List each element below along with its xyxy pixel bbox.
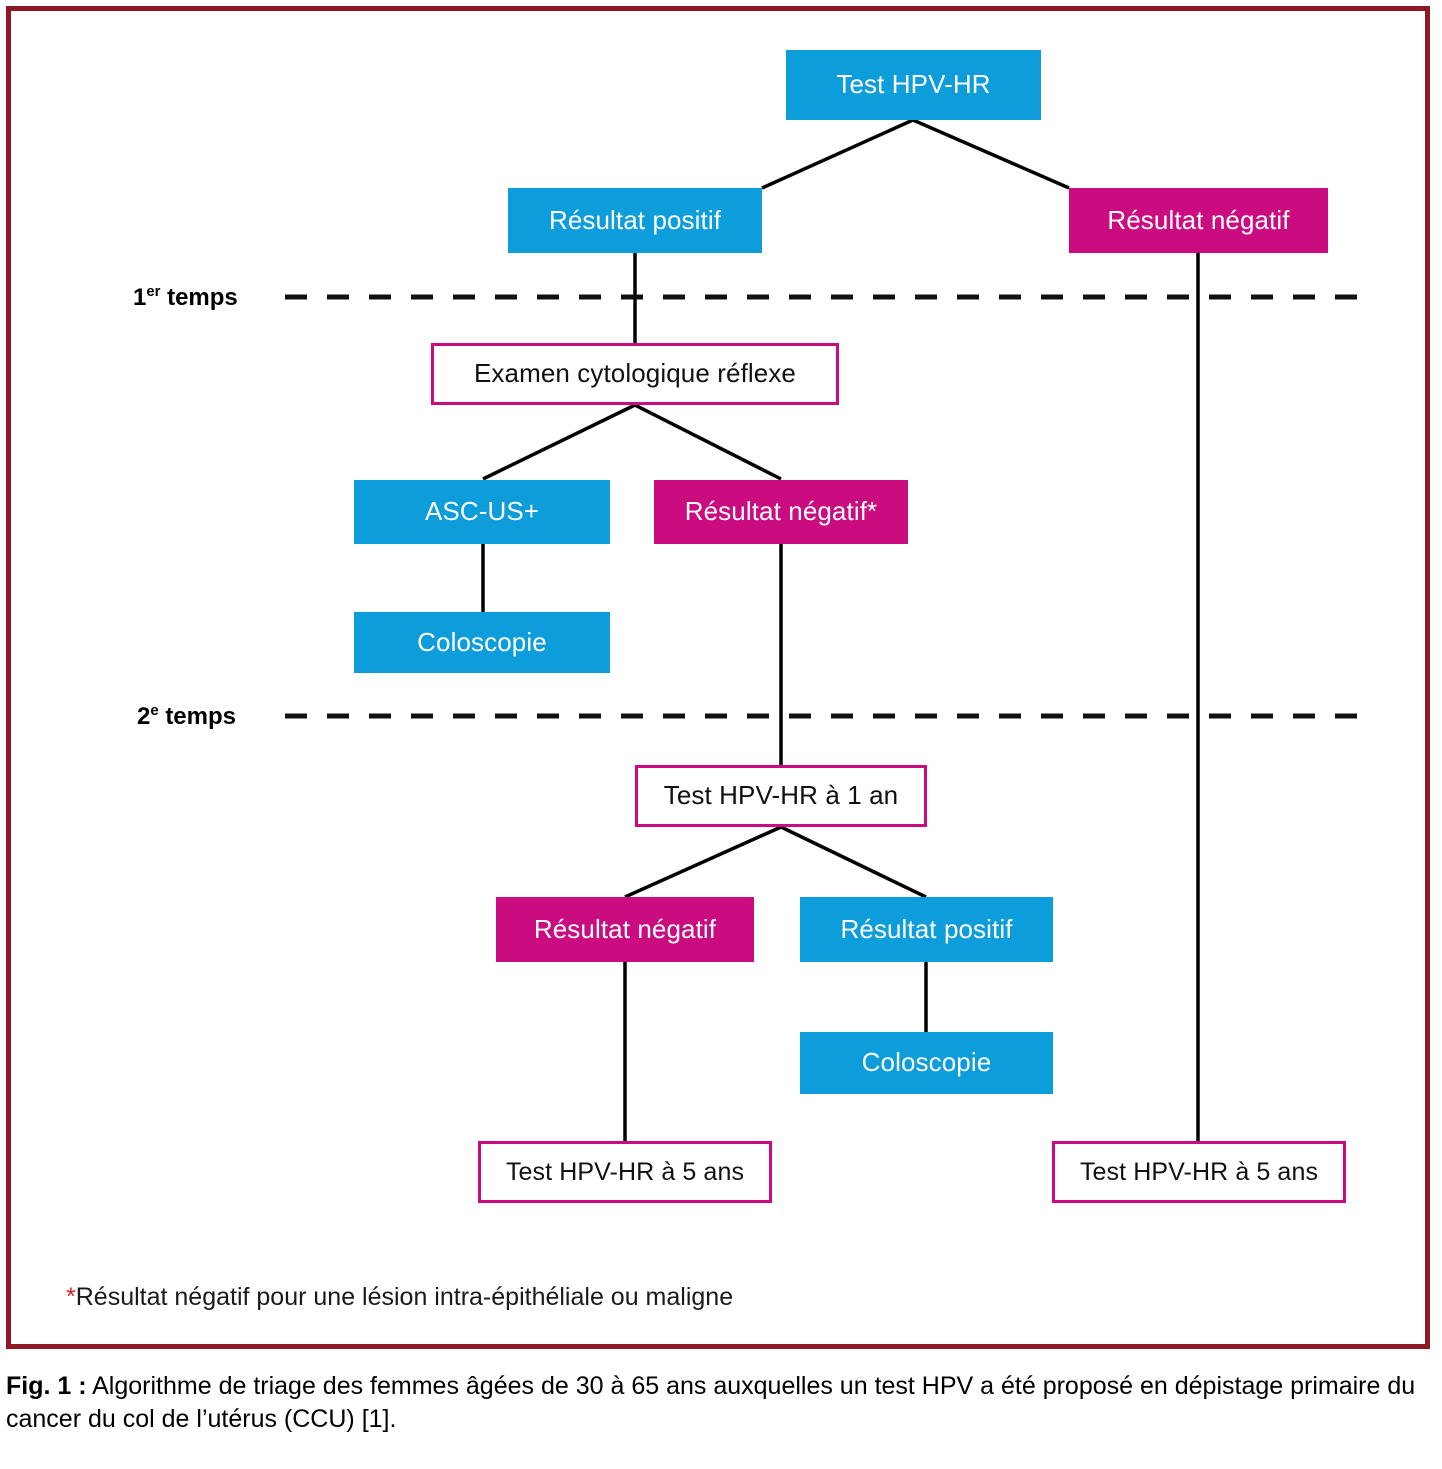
footnote: *Résultat négatif pour une lésion intra-… xyxy=(66,1283,733,1312)
footnote-asterisk: * xyxy=(66,1283,76,1311)
phase-first-number: 1 xyxy=(133,284,147,311)
node-resultat-negatif-star[interactable]: Résultat négatif* xyxy=(654,480,908,544)
phase-second-number: 2 xyxy=(137,703,151,730)
node-asc-us-plus[interactable]: ASC-US+ xyxy=(354,480,610,544)
caption-text: Algorithme de triage des femmes âgées de… xyxy=(6,1372,1416,1433)
footnote-text: Résultat négatif pour une lésion intra-é… xyxy=(75,1283,734,1311)
node-resultat-negatif-2[interactable]: Résultat négatif xyxy=(496,897,754,962)
node-resultat-negatif-1[interactable]: Résultat négatif xyxy=(1069,188,1328,253)
node-coloscopie-1[interactable]: Coloscopie xyxy=(354,612,610,673)
node-coloscopie-2[interactable]: Coloscopie xyxy=(800,1032,1053,1094)
phase-second-word: temps xyxy=(165,703,236,730)
phase-first-word: temps xyxy=(167,284,238,311)
node-examen-cytologique[interactable]: Examen cytologique réflexe xyxy=(431,343,839,405)
node-resultat-positif-2[interactable]: Résultat positif xyxy=(800,897,1053,962)
node-test-hpv-hr[interactable]: Test HPV-HR xyxy=(786,50,1041,120)
phase-second-ordinal: e xyxy=(150,703,159,719)
phase-label-first: 1er temps xyxy=(133,284,238,312)
node-test-hpv-hr-5ans-right[interactable]: Test HPV-HR à 5 ans xyxy=(1052,1141,1346,1203)
phase-first-ordinal: er xyxy=(146,284,161,300)
phase-label-second: 2e temps xyxy=(137,703,236,731)
node-test-hpv-hr-5ans-left[interactable]: Test HPV-HR à 5 ans xyxy=(478,1141,772,1203)
caption-label: Fig. 1 : xyxy=(6,1372,87,1400)
node-test-hpv-hr-1an[interactable]: Test HPV-HR à 1 an xyxy=(635,765,927,827)
node-resultat-positif-1[interactable]: Résultat positif xyxy=(508,188,762,253)
figure-caption: Fig. 1 : Algorithme de triage des femmes… xyxy=(6,1370,1438,1436)
